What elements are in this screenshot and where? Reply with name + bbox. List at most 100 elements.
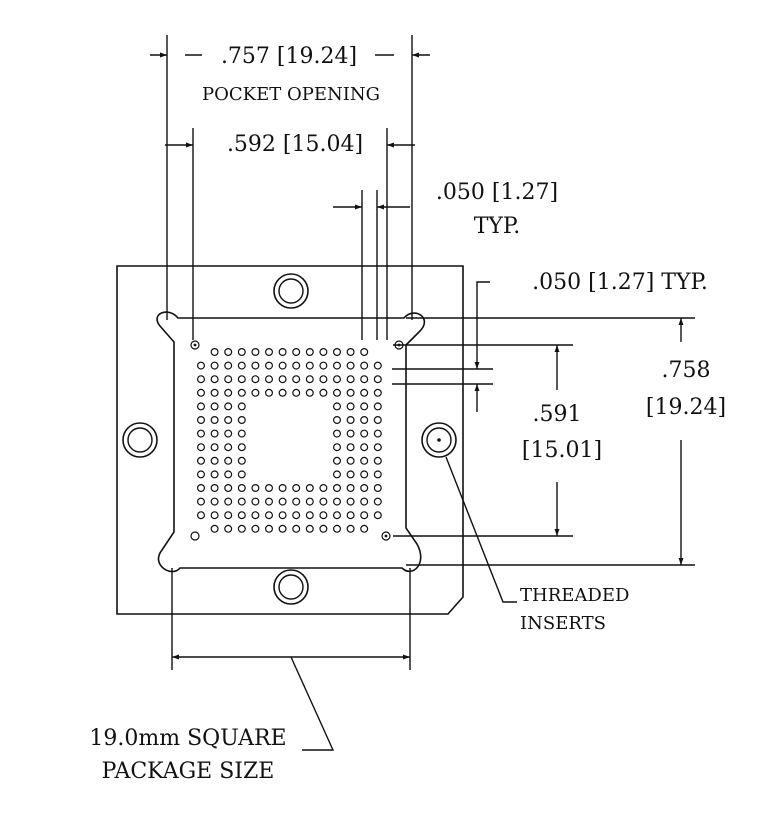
contact-pin xyxy=(210,375,219,384)
contact-pin xyxy=(333,388,342,397)
socket-body xyxy=(116,265,464,615)
contact-pin xyxy=(319,361,328,370)
pin-span-y-dim: .591 xyxy=(533,402,582,427)
contact-pin xyxy=(251,388,260,397)
contact-pin xyxy=(278,388,287,397)
contact-pin xyxy=(360,375,369,384)
contact-pin xyxy=(210,388,219,397)
contact-pin xyxy=(292,497,301,506)
contact-pin xyxy=(237,470,246,479)
contact-pin xyxy=(210,497,219,506)
contact-pin xyxy=(346,388,355,397)
contact-pin xyxy=(373,429,382,438)
contact-pin xyxy=(333,416,342,425)
contact-pin xyxy=(210,361,219,370)
contact-pin xyxy=(237,511,246,520)
contact-pin xyxy=(319,348,328,357)
contact-pin xyxy=(237,443,246,452)
package-size-label-2: PACKAGE SIZE xyxy=(102,759,275,784)
contact-pin xyxy=(373,497,382,506)
contact-pin xyxy=(360,497,369,506)
contact-pin xyxy=(373,456,382,465)
contact-pin xyxy=(292,511,301,520)
contact-pin xyxy=(373,484,382,493)
pin-span-y-dim-mm: [15.01] xyxy=(522,438,602,463)
contact-pin xyxy=(237,429,246,438)
contact-pin xyxy=(333,429,342,438)
pitch-x-typ: TYP. xyxy=(474,214,521,239)
contact-pin xyxy=(265,484,274,493)
contact-pin xyxy=(197,361,206,370)
pocket-outline xyxy=(156,311,426,573)
contact-pin xyxy=(224,511,233,520)
contact-pin xyxy=(373,361,382,370)
contact-pin xyxy=(346,511,355,520)
threaded-insert-right xyxy=(421,422,457,458)
contact-pin xyxy=(305,348,314,357)
contact-pin xyxy=(197,375,206,384)
contact-pin xyxy=(224,497,233,506)
pin-span-x-dim: .592 [15.04] xyxy=(227,132,363,157)
contact-pin xyxy=(278,524,287,533)
contact-pin xyxy=(333,456,342,465)
contact-pin xyxy=(373,470,382,479)
contact-pin xyxy=(210,348,219,357)
contact-pin xyxy=(305,524,314,533)
contact-pin xyxy=(224,470,233,479)
contact-pin xyxy=(278,484,287,493)
contact-pin xyxy=(292,361,301,370)
contact-pin xyxy=(210,470,219,479)
corner-pin-top-left xyxy=(190,340,200,350)
contact-pin xyxy=(265,511,274,520)
contact-pin xyxy=(224,388,233,397)
pocket-height-dim-mm: [19.24] xyxy=(646,395,726,420)
contact-grid xyxy=(197,348,382,533)
contact-pin xyxy=(224,375,233,384)
contact-pin xyxy=(197,416,206,425)
contact-pin xyxy=(360,470,369,479)
contact-pin xyxy=(346,456,355,465)
contact-pin xyxy=(237,524,246,533)
contact-pin xyxy=(224,348,233,357)
contact-pin xyxy=(237,361,246,370)
contact-pin xyxy=(197,388,206,397)
contact-pin xyxy=(319,511,328,520)
contact-pin xyxy=(210,456,219,465)
contact-pin xyxy=(237,484,246,493)
contact-pin xyxy=(333,375,342,384)
contact-pin xyxy=(224,361,233,370)
contact-pin xyxy=(210,484,219,493)
contact-pin xyxy=(197,429,206,438)
contact-pin xyxy=(251,348,260,357)
contact-pin xyxy=(360,524,369,533)
contact-pin xyxy=(251,484,260,493)
contact-pin xyxy=(333,470,342,479)
contact-pin xyxy=(373,402,382,411)
contact-pin xyxy=(265,524,274,533)
contact-pin xyxy=(224,524,233,533)
contact-pin xyxy=(197,484,206,493)
contact-pin xyxy=(224,456,233,465)
contact-pin xyxy=(210,402,219,411)
contact-pin xyxy=(210,524,219,533)
contact-pin xyxy=(210,416,219,425)
contact-pin xyxy=(237,375,246,384)
contact-pin xyxy=(237,416,246,425)
contact-pin xyxy=(373,511,382,520)
contact-pin xyxy=(224,402,233,411)
corner-pin-bottom-right xyxy=(381,531,391,541)
contact-pin xyxy=(360,361,369,370)
contact-pin xyxy=(237,456,246,465)
contact-pin xyxy=(251,511,260,520)
contact-pin xyxy=(278,375,287,384)
contact-pin xyxy=(251,524,260,533)
pocket-height-dim: .758 xyxy=(662,358,711,383)
contact-pin xyxy=(333,443,342,452)
contact-pin xyxy=(292,388,301,397)
contact-pin xyxy=(346,348,355,357)
contact-pin xyxy=(251,375,260,384)
contact-pin xyxy=(346,402,355,411)
contact-pin xyxy=(319,375,328,384)
